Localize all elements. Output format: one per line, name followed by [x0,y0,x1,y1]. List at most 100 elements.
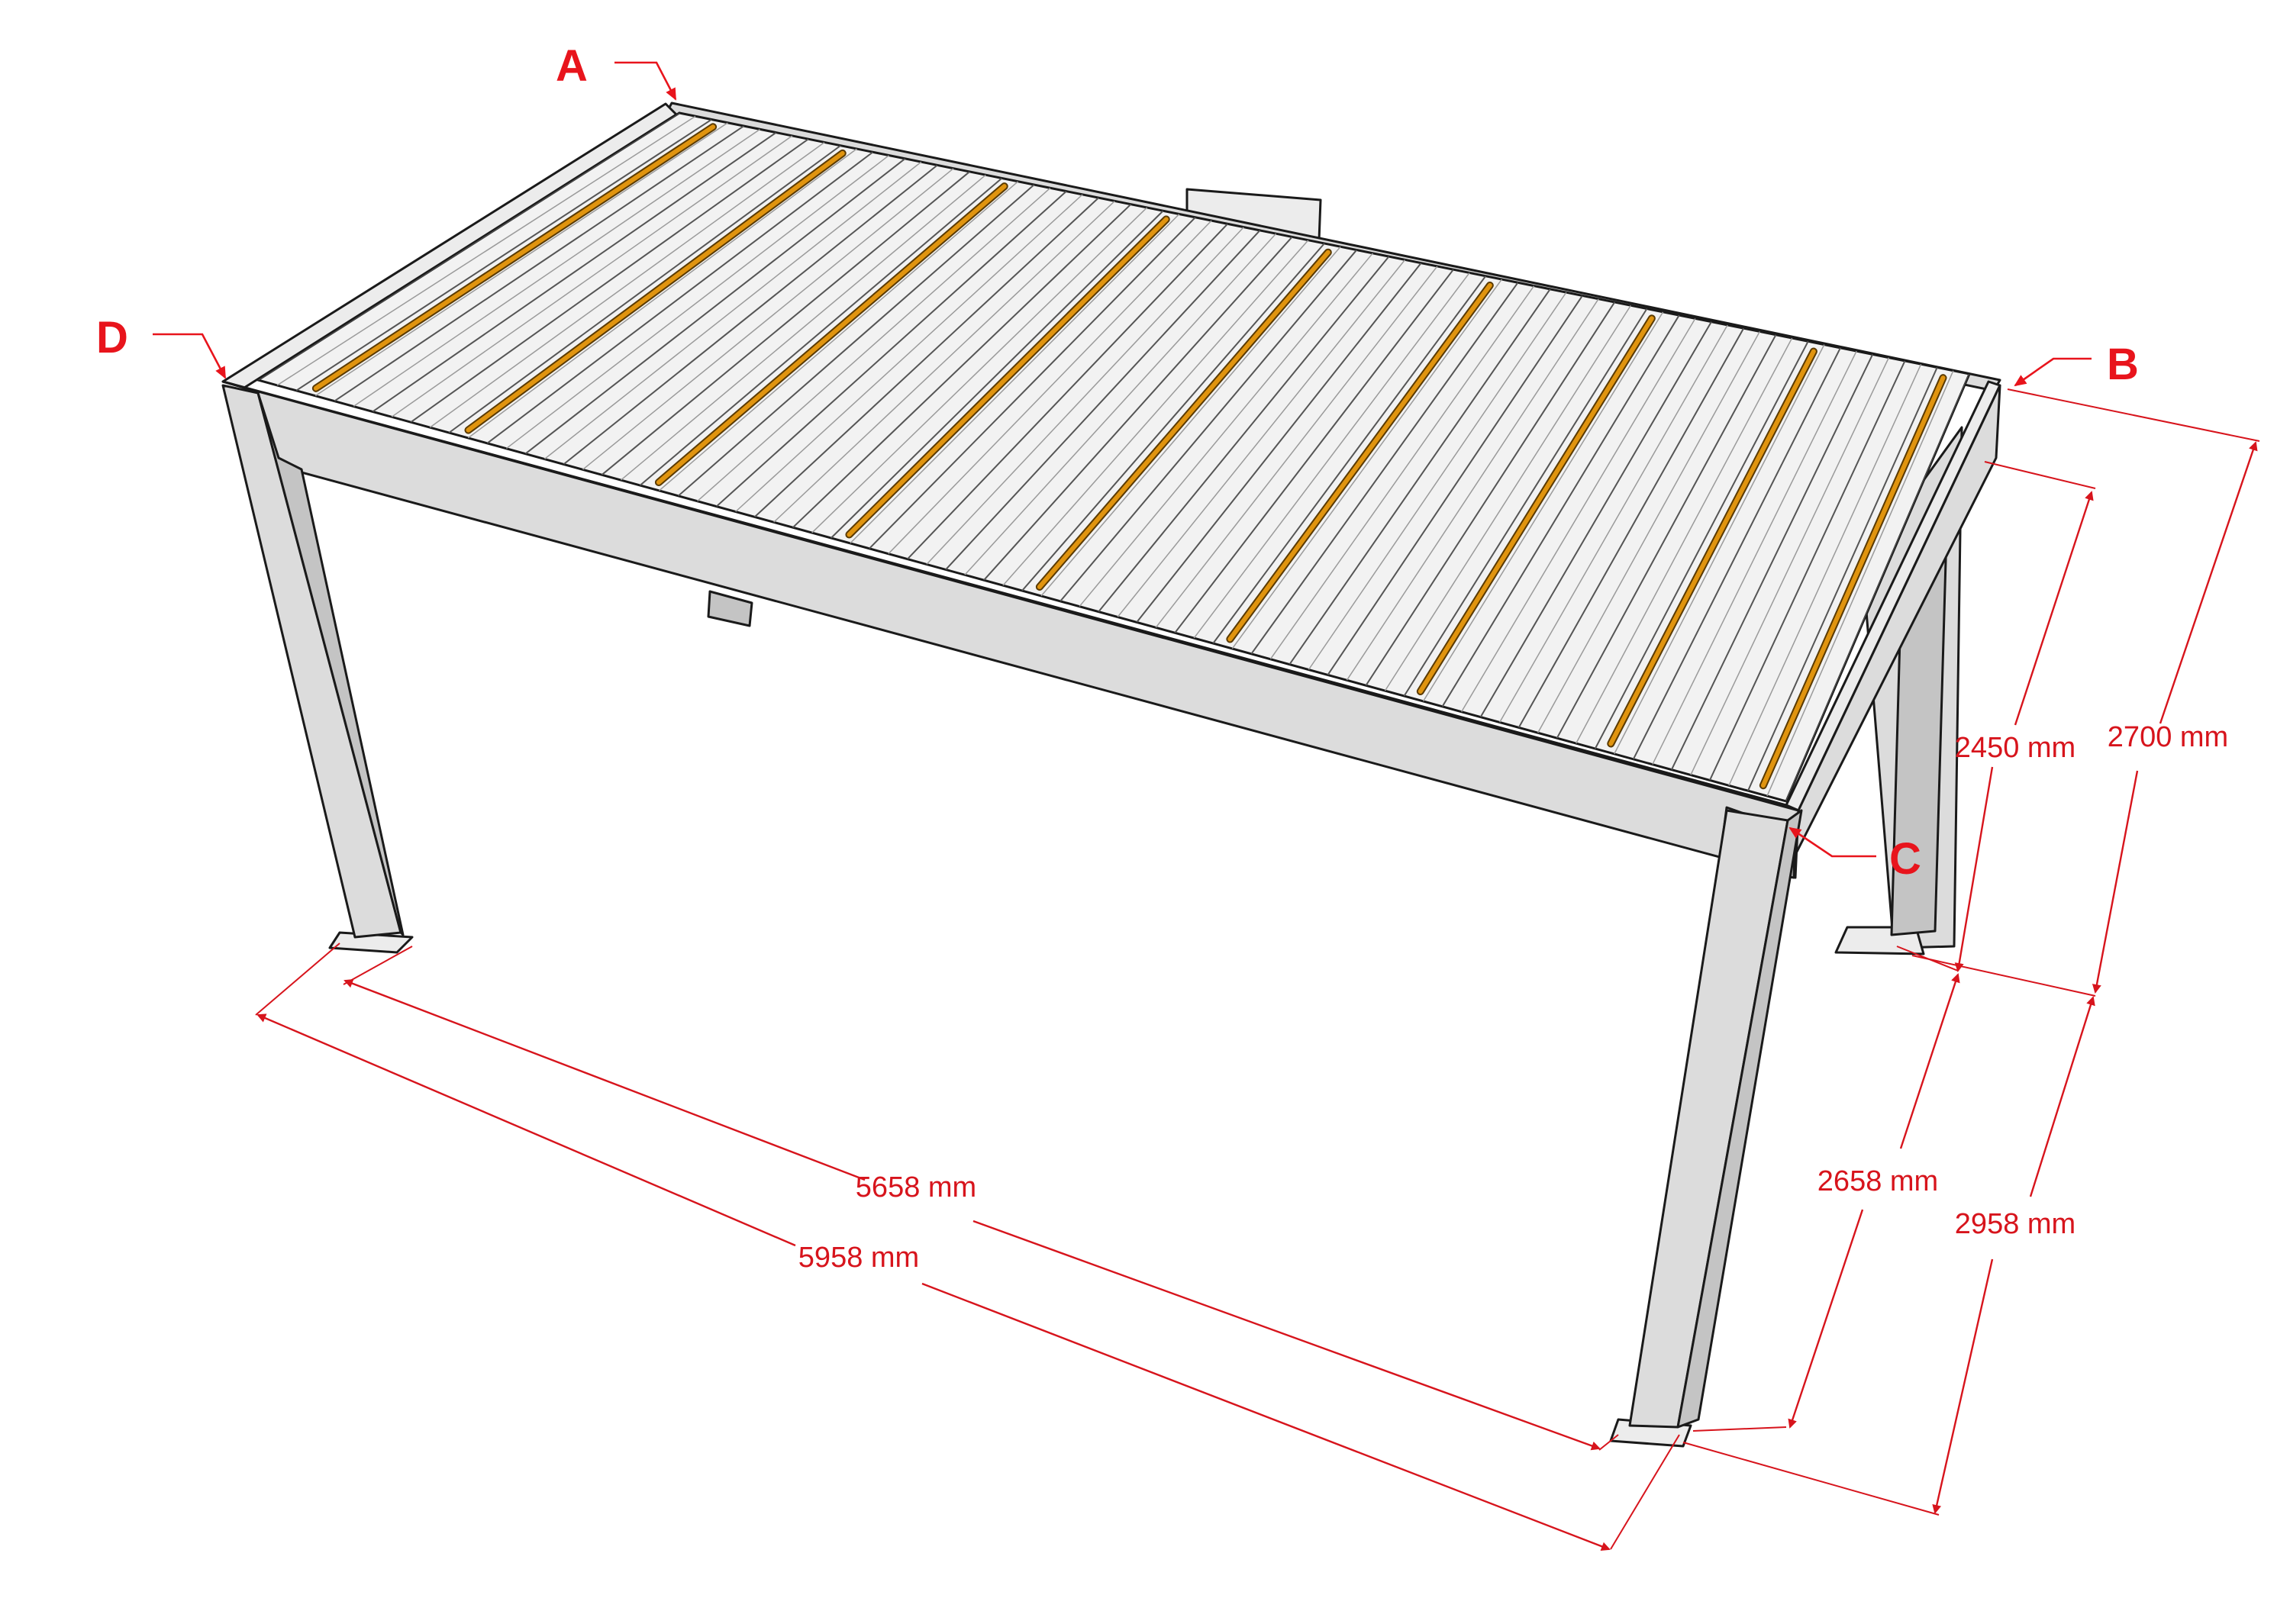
louvre-blade-shade [314,122,728,397]
corner-b-label: B [2107,340,2139,389]
louvre-blade-shade [1498,324,1728,723]
louvre-blade-shade [543,161,922,460]
louvre-blade [1441,314,1680,707]
louvre-blade-shade [1460,317,1696,713]
louvre-blade [869,217,1196,549]
louvre-blade-shade [1193,272,1470,639]
louvre-blade-shade [926,227,1244,566]
louvre-blade [1479,321,1712,718]
led-strip [1418,316,1654,694]
louvre-blade-shade [964,233,1277,575]
dim-total-height-label: 2700 mm [2108,721,2228,753]
louvre-blade [983,236,1293,581]
corner-b: B [2014,340,2139,389]
louvre-blade-shade [735,194,1083,513]
led-strip [1037,250,1330,590]
louvre-blade [1098,256,1390,613]
louvre-blade-shade [1766,370,1954,797]
louvre-blade-shade [1422,311,1664,702]
post-front-left [221,384,414,954]
louvre-blade [1060,249,1358,602]
louvre-blade [639,177,1003,486]
louvre-blade-shade [1384,304,1632,691]
dimensions: 5658 mm 5958 mm 2658 mm 2958 mm 2450 mm [255,388,2260,1551]
louvre-blade [1289,288,1551,665]
louvre-blade-shade [1117,259,1406,617]
louvre-blade-shade [1346,298,1599,681]
louvre-blade [715,190,1067,508]
louvre-blade [1250,282,1519,655]
louvre-blade-shade [1231,279,1502,649]
louvre-blade [1327,295,1583,675]
dim-inner-length: 5658 mm [344,978,1601,1451]
louvre-blade [831,210,1164,539]
louvre-blade [792,203,1132,528]
louvre-blade-shade [1614,344,1825,755]
louvre-blade [1556,334,1777,739]
dim-outer-width-label: 2958 mm [1955,1208,2076,1240]
dim-inner-width: 2658 mm [1788,973,1960,1429]
dim-outer-length-label: 5958 mm [798,1242,919,1274]
louvre-blade-shade [1040,246,1341,597]
louvre-blade [601,171,970,475]
post-front-right [1609,809,1803,1448]
dim-total-height: 2700 mm [2092,441,2258,994]
louvre-blade-shade [659,181,1019,491]
louvre-blade [372,131,777,413]
louvre-blade [677,184,1035,497]
louvre-blade-shade [697,187,1051,502]
corner-a-label: A [556,41,588,91]
louvre-blade [410,138,809,424]
corner-a: A [556,41,677,101]
corner-d: D [96,313,227,379]
louvre-blade [945,230,1261,571]
corner-c-label: C [1889,834,1921,884]
dim-outer-width: 2958 mm [1932,996,2095,1514]
louvre-blade [448,144,841,433]
louvre-blade-shade [888,220,1212,555]
corner-labels: A B C D [96,41,2139,884]
led-strip [847,217,1169,537]
louvre-blade [1518,327,1745,728]
louvre-blade [1403,308,1648,697]
led-strip [1227,282,1492,642]
dim-outer-length: 5958 mm [256,1013,1611,1551]
led-strip [1608,349,1816,746]
louvre-blade [753,197,1099,518]
louvre-blade-shade [773,200,1115,523]
louvre-blade-shade [1002,240,1309,586]
louvre-blade-shade [620,174,986,481]
louvre-blade [486,151,874,444]
louvre-blade [1174,269,1454,633]
louvre-blade-shade [467,148,857,439]
louvre-blade [1136,263,1422,624]
louvre-blade-shade [1308,292,1567,670]
dim-clear-height-label: 2450 mm [1955,732,2076,764]
led-strip [656,184,1007,485]
corner-d-label: D [96,313,128,362]
corner-c: C [1788,826,1921,884]
louvre-blade-shade [1652,350,1857,765]
louvre-blade-shade [1576,337,1793,744]
louvre-blade-shade [1537,331,1761,733]
louvre-blade [1365,301,1616,686]
louvre-blade-shade [429,141,825,428]
louvre-blade [1747,367,1938,791]
louvre-blade [1212,276,1487,644]
louvre-blade [1632,347,1841,760]
louvre-blade [1594,340,1809,749]
louvre-blade-shade [1155,266,1438,628]
led-strip [1760,375,1946,788]
louvre-blade-shade [391,135,793,417]
louvre-blade [1670,353,1874,771]
louvre-blade-shade [1079,253,1373,607]
louvre-blade-shade [582,168,954,470]
louvre-blade-shade [1269,285,1535,660]
louvre-roof [255,111,1972,803]
dim-inner-width-label: 2658 mm [1817,1165,1938,1197]
louvre-blade [1708,360,1906,781]
louvre-blade-shade [1690,357,1890,775]
led-strip [313,124,716,391]
louvre-blade-shade [505,154,890,450]
